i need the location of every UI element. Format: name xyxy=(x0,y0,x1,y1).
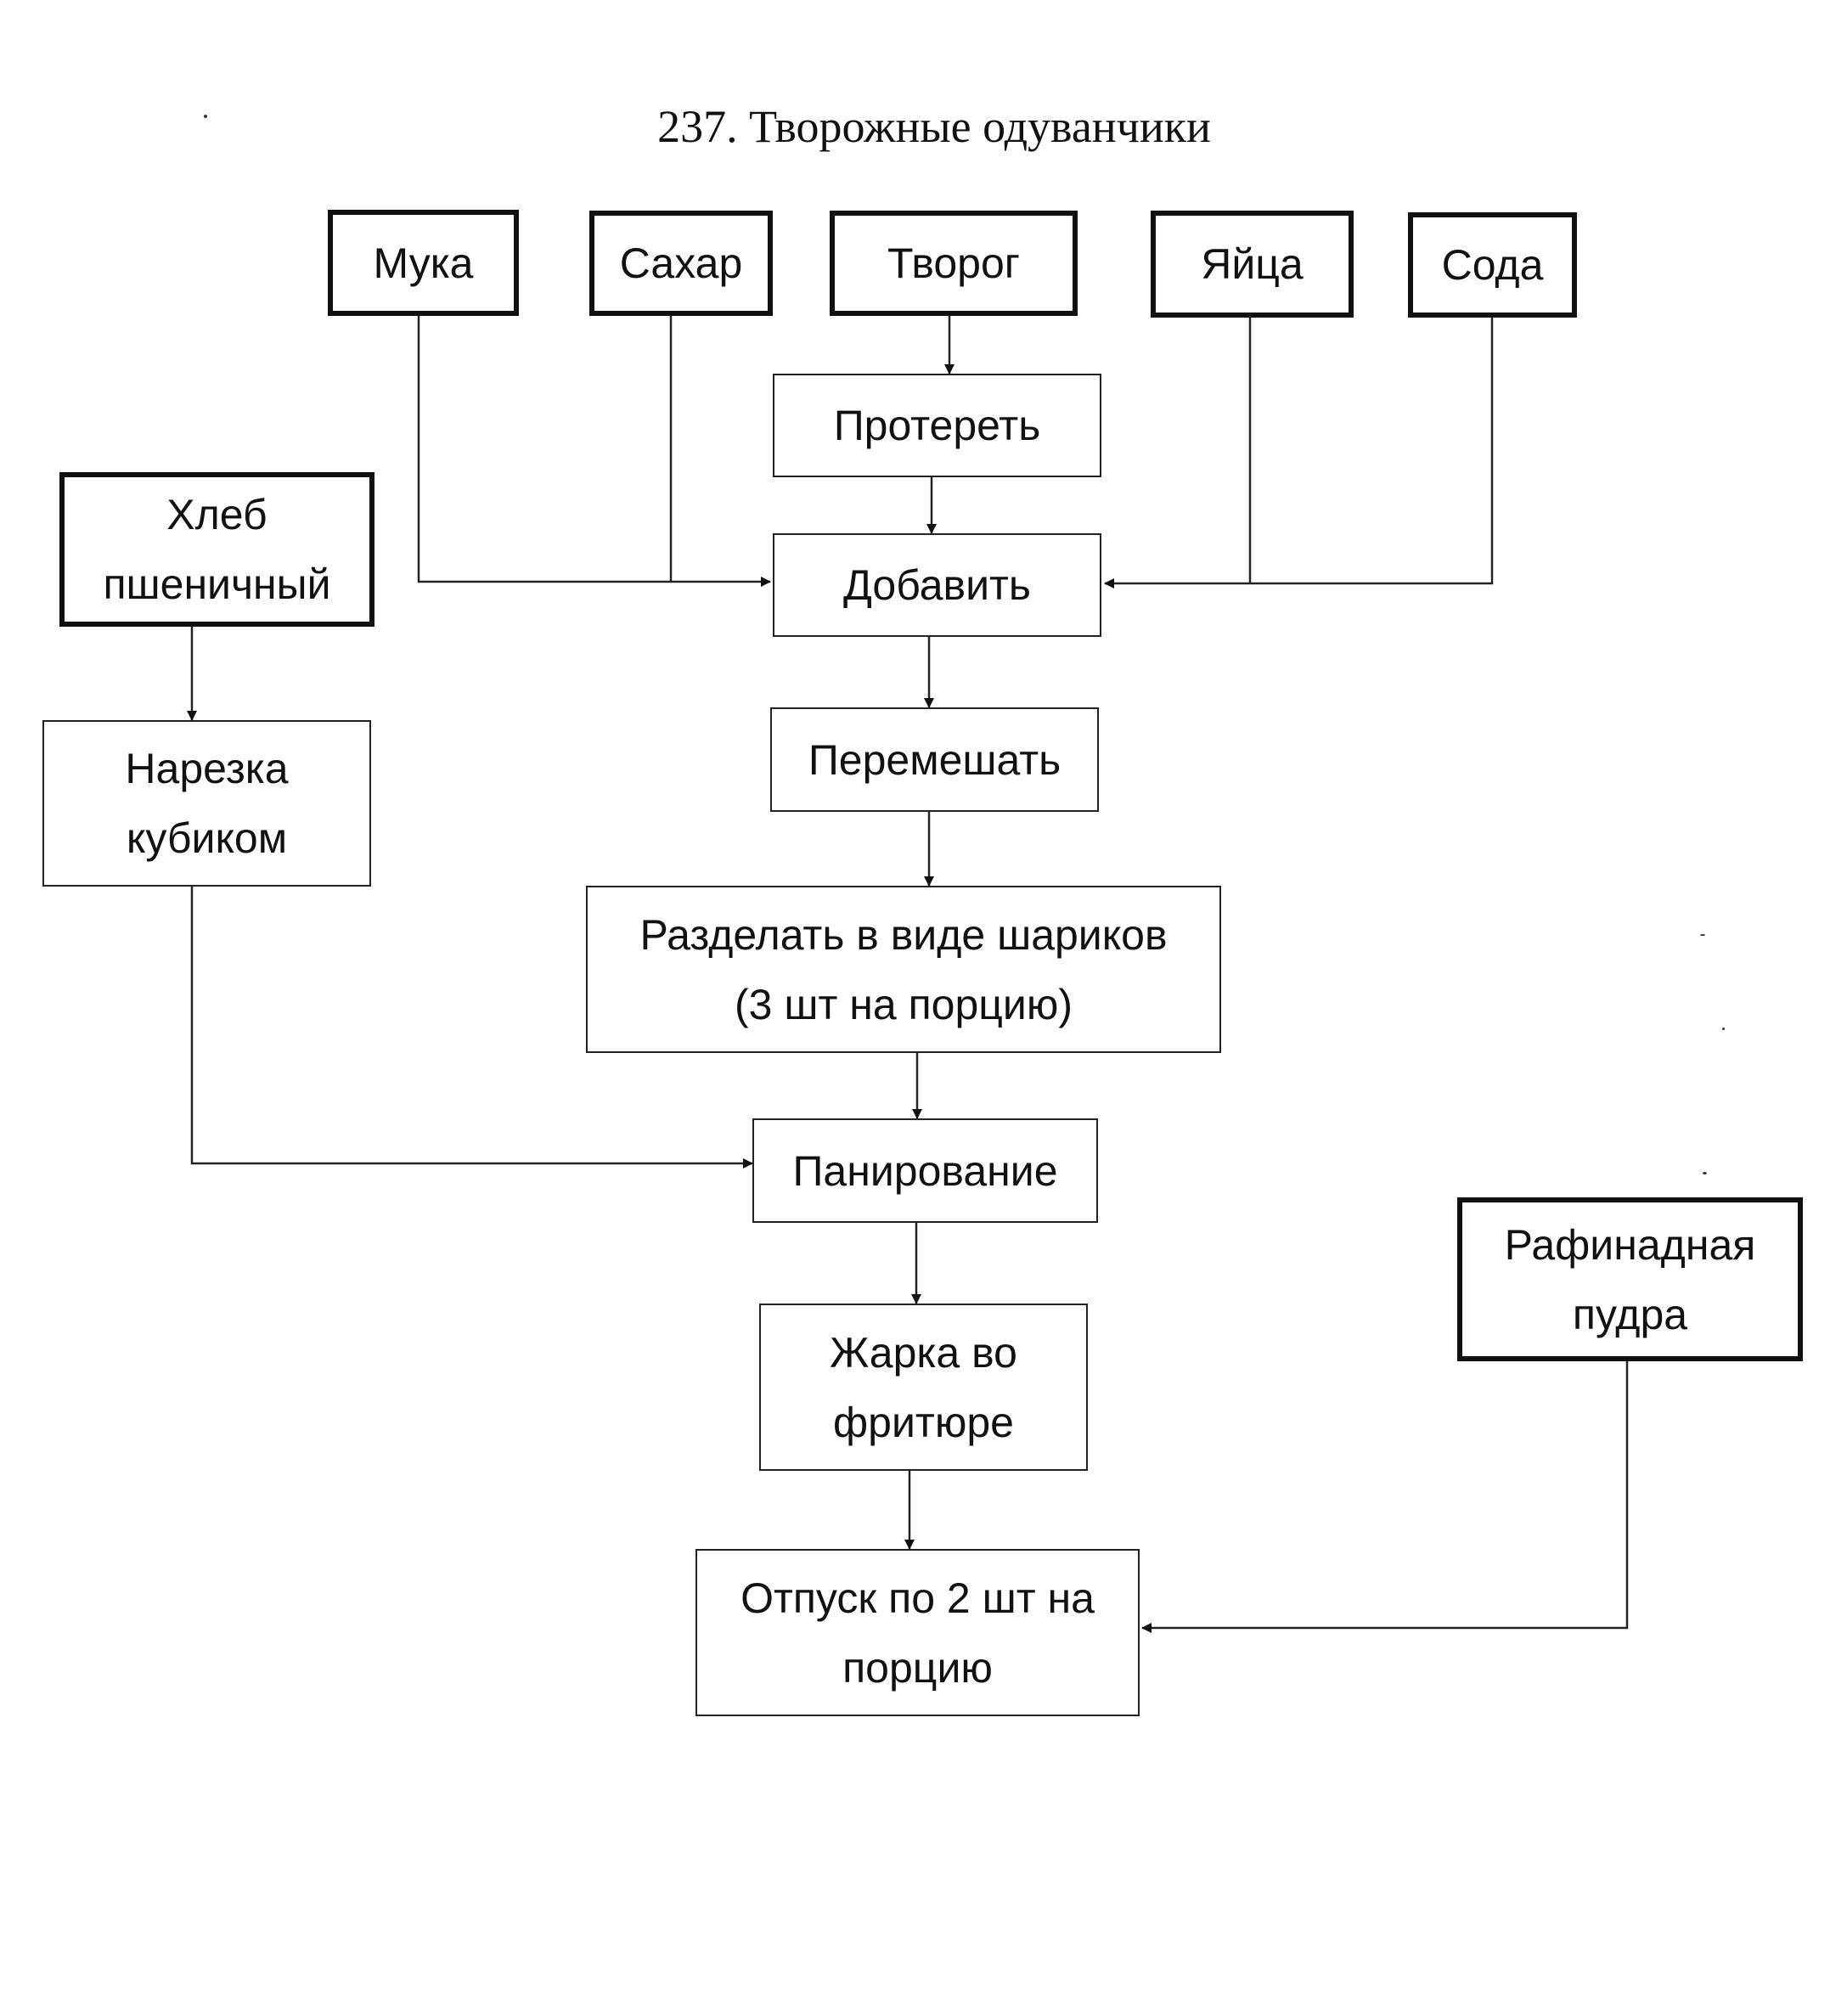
step-peremeshat: Перемешать xyxy=(770,707,1099,812)
scan-speck xyxy=(1700,934,1705,936)
ingredient-muka: Мука xyxy=(328,210,519,316)
step-zharka-label: Жарка во фритюре xyxy=(830,1328,1017,1446)
scan-speck xyxy=(1722,1028,1725,1030)
ingredient-pudra: Рафинадная пудра xyxy=(1457,1197,1803,1361)
ingredient-sakhar: Сахар xyxy=(589,211,773,316)
step-dobavit-label: Добавить xyxy=(843,561,1031,609)
arrow-narezka-panirovanie xyxy=(190,887,753,1168)
ingredient-tvorog-label: Творог xyxy=(887,239,1020,287)
step-narezka-label: Нарезка кубиком xyxy=(125,745,289,862)
ingredient-khleb-label: Хлеб пшеничный xyxy=(103,491,331,608)
ingredient-soda-label: Сода xyxy=(1441,241,1544,289)
step-otpusk-label: Отпуск по 2 шт на порцию xyxy=(740,1574,1095,1692)
step-panirovanie-label: Панирование xyxy=(792,1146,1058,1195)
ingredient-yaytsa: Яйца xyxy=(1151,211,1354,318)
step-proteret-label: Протереть xyxy=(833,402,1041,449)
step-peremeshat-label: Перемешать xyxy=(808,735,1061,784)
ingredient-sakhar-label: Сахар xyxy=(619,239,743,287)
step-razdelat: Разделать в виде шариков (3 шт на порцию… xyxy=(586,886,1221,1053)
ingredient-khleb: Хлеб пшеничный xyxy=(59,472,374,627)
scan-speck xyxy=(1703,1172,1707,1174)
ingredient-soda: Сода xyxy=(1408,212,1577,318)
step-narezka: Нарезка кубиком xyxy=(42,720,371,887)
arrow-pudra-otpusk xyxy=(1141,1361,1629,1633)
step-otpusk: Отпуск по 2 шт на порцию xyxy=(695,1549,1140,1716)
scan-speck xyxy=(204,115,207,118)
step-panirovanie: Панирование xyxy=(752,1118,1098,1223)
step-dobavit: Добавить xyxy=(773,533,1101,637)
diagram-title: 237. Творожные одуванчики xyxy=(657,101,1211,152)
arrow-soda-dobavit xyxy=(1104,318,1494,588)
step-razdelat-label: Разделать в виде шариков (3 шт на порцию… xyxy=(639,910,1168,1028)
ingredient-yaytsa-label: Яйца xyxy=(1201,240,1304,288)
step-proteret: Протереть xyxy=(773,374,1101,477)
ingredient-pudra-label: Рафинадная пудра xyxy=(1504,1220,1756,1338)
arrow-muka-dobavit xyxy=(417,316,771,587)
step-zharka: Жарка во фритюре xyxy=(759,1304,1088,1471)
ingredient-muka-label: Мука xyxy=(373,239,474,287)
ingredient-tvorog: Творог xyxy=(830,211,1078,316)
